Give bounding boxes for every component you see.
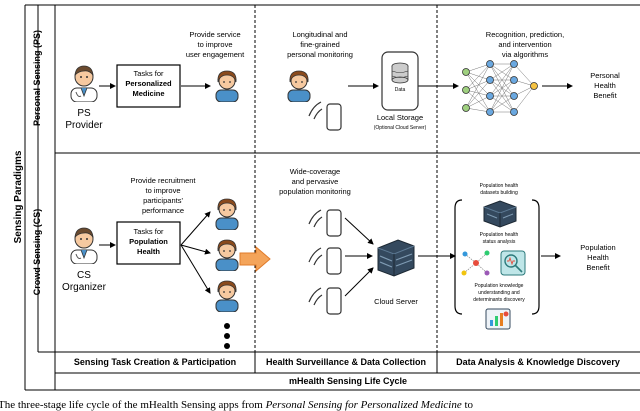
ps-provider-line1: PS [77, 108, 91, 119]
analysis3-line1: Population knowledge [474, 283, 524, 289]
cloud-server-label: Cloud Server [374, 297, 418, 306]
ps-task-line2: Personalized [125, 79, 172, 88]
cs-task-line3: Health [137, 247, 160, 256]
analysis2-line1: Population health [479, 232, 519, 238]
report-chart-icon [485, 308, 511, 330]
database-server-icon [483, 200, 517, 228]
lifecycle-label: mHealth Sensing Life Cycle [288, 376, 408, 386]
neural-network-icon [462, 60, 538, 116]
phone-icon [308, 247, 342, 275]
stage-2-label: Health Surveillance & Data Collection [265, 357, 427, 367]
caption-part-b: Personal Sensing for Personalized Medici… [265, 399, 462, 411]
figure-caption: The three-stage life cycle of the mHealt… [0, 399, 473, 411]
cs-task-line1: Tasks for [133, 227, 164, 236]
orange-flow-arrow [239, 246, 271, 272]
analysis2-line2: status analysis [482, 239, 516, 245]
ps-service-line2: to improve [197, 40, 233, 49]
cs-recruit-line4: performance [141, 206, 185, 215]
cs-recruit-line3: participants' [143, 196, 183, 205]
health-analysis-icon [500, 250, 526, 276]
cs-organizer-line1: CS [77, 270, 91, 281]
cs-recruit-line1: Provide recruitment [130, 176, 196, 185]
cs-monitor-line3: population monitoring [279, 187, 351, 196]
ps-monitor-line3: personal monitoring [287, 50, 353, 59]
ps-task-line3: Medicine [132, 89, 165, 98]
cs-benefit-line1: Population [580, 243, 616, 252]
local-storage-icon [381, 51, 419, 111]
participant-icon [215, 198, 239, 230]
ps-monitor-line1: Longitudinal and [292, 30, 348, 39]
stage-3-label: Data Analysis & Knowledge Discovery [456, 357, 620, 367]
cs-benefit-line3: Benefit [586, 263, 610, 272]
caption-part-a: The three-stage life cycle of the mHealt… [0, 399, 266, 411]
ps-provider-line2: Provider [65, 120, 103, 131]
caption-part-c: to [461, 399, 474, 411]
storage-note: (Optional Cloud Server) [373, 125, 427, 131]
ps-benefit-line2: Health [594, 81, 616, 90]
local-storage-label: Local Storage [376, 113, 424, 122]
doctor-icon [70, 65, 98, 102]
cs-row-label: Crowd Sensing (CS) [32, 208, 42, 296]
organizer-doctor-icon [70, 227, 98, 264]
ps-algo-line3: via algorithms [501, 50, 549, 59]
ps-service-line1: Provide service [189, 30, 241, 39]
cs-benefit-line2: Health [587, 253, 609, 262]
analysis3-line3: determinants discovery [473, 297, 525, 303]
phone-icon [308, 209, 342, 237]
participant-icon [215, 239, 239, 271]
ps-row-label: Personal Sensing (PS) [32, 29, 42, 127]
sensing-paradigms-label: Sensing Paradigms [13, 150, 24, 244]
cs-task-line2: Population [129, 237, 168, 246]
data-label: Data [394, 87, 406, 93]
phone-icon [308, 287, 342, 315]
stage-1-label: Sensing Task Creation & Participation [73, 357, 237, 367]
cs-organizer-line2: Organizer [62, 282, 106, 293]
analysis3-line2: understanding and [478, 290, 520, 296]
ps-service-line3: user engagement [185, 50, 245, 59]
monitored-user-icon [287, 70, 311, 102]
analysis1-line1: Population health [479, 183, 519, 189]
ps-monitor-line2: fine-grained [300, 40, 340, 49]
cs-recruit-line2: to improve [145, 186, 181, 195]
ps-task-line1: Tasks for [133, 69, 164, 78]
cs-monitor-line2: and pervasive [291, 177, 339, 186]
network-graph-icon [461, 250, 490, 276]
participant-icon [215, 280, 239, 312]
more-dots-icon [224, 323, 230, 349]
ps-algo-line1: Recognition, prediction, [485, 30, 565, 39]
analysis1-line2: datasets building [480, 190, 518, 196]
cloud-server-icon [377, 239, 415, 277]
cs-monitor-line1: Wide-coverage [289, 167, 341, 176]
ps-benefit-line1: Personal [590, 71, 620, 80]
phone-icon [308, 101, 342, 131]
ps-benefit-line3: Benefit [593, 91, 617, 100]
user-icon [215, 70, 239, 102]
ps-algo-line2: and intervention [498, 40, 552, 49]
